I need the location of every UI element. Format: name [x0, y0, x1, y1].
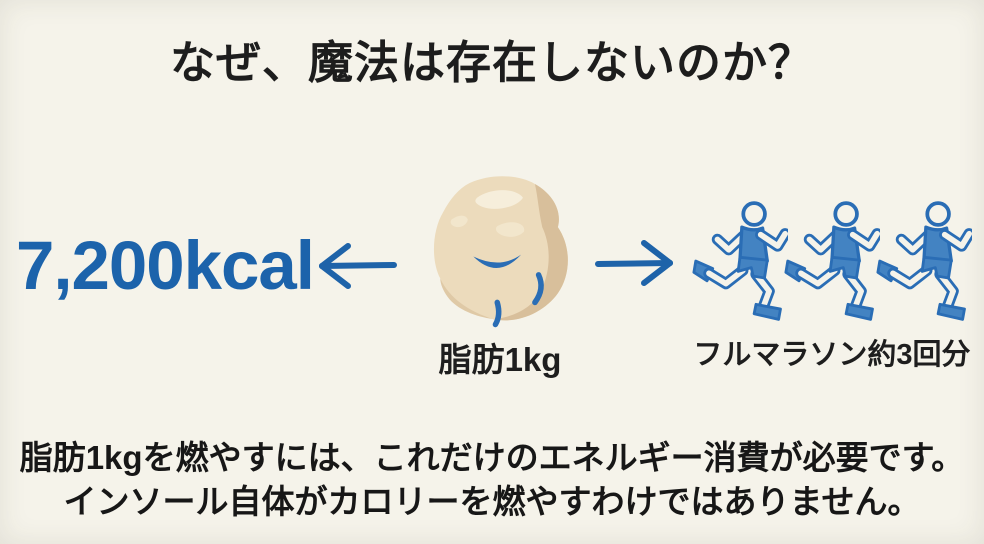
- runner-icon: [876, 200, 975, 329]
- left-arrow-icon: [314, 238, 398, 299]
- runner-row: [688, 200, 976, 329]
- page-title: なぜ、魔法は存在しないのか？: [169, 37, 814, 88]
- runner-icon: [784, 200, 883, 329]
- footer-line-1: 脂肪1kgを燃やすには、これだけのエネルギー消費が必要です。: [19, 439, 965, 477]
- footer-text: 脂肪1kgを燃やすには、これだけのエネルギー消費が必要です。 インソール自体がカ…: [0, 436, 984, 524]
- kcal-value: 7,200kcal: [16, 227, 315, 304]
- right-arrow-icon: [594, 236, 678, 297]
- fat-figure: 脂肪1kg: [402, 172, 598, 381]
- marathon-caption: フルマラソン約3回分: [693, 339, 971, 371]
- fat-caption: 脂肪1kg: [438, 341, 562, 378]
- fat-block-illustration: [433, 176, 568, 328]
- runner-icon: [692, 200, 791, 329]
- runners-figure: フルマラソン約3回分: [688, 200, 976, 373]
- footer-line-2: インソール自体がカロリーを燃やすわけではありません。: [63, 483, 921, 521]
